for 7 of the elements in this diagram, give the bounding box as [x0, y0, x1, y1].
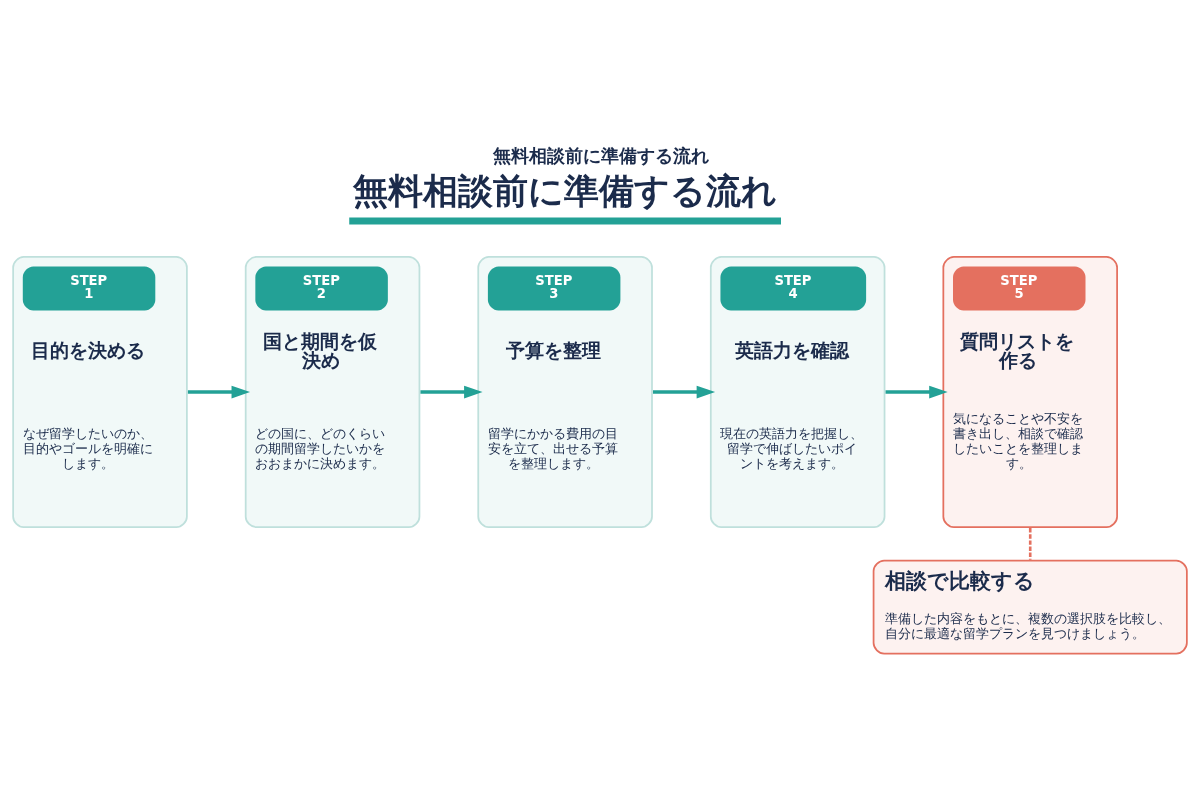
arrow — [885, 385, 948, 399]
label: 無料相談前に準備する流れ — [352, 169, 777, 211]
connector — [1028, 528, 1032, 560]
arrow — [187, 385, 250, 399]
diagram-title: 無料相談前に準備する流れ — [492, 146, 709, 167]
arrow — [653, 385, 716, 399]
arrow — [420, 385, 483, 399]
